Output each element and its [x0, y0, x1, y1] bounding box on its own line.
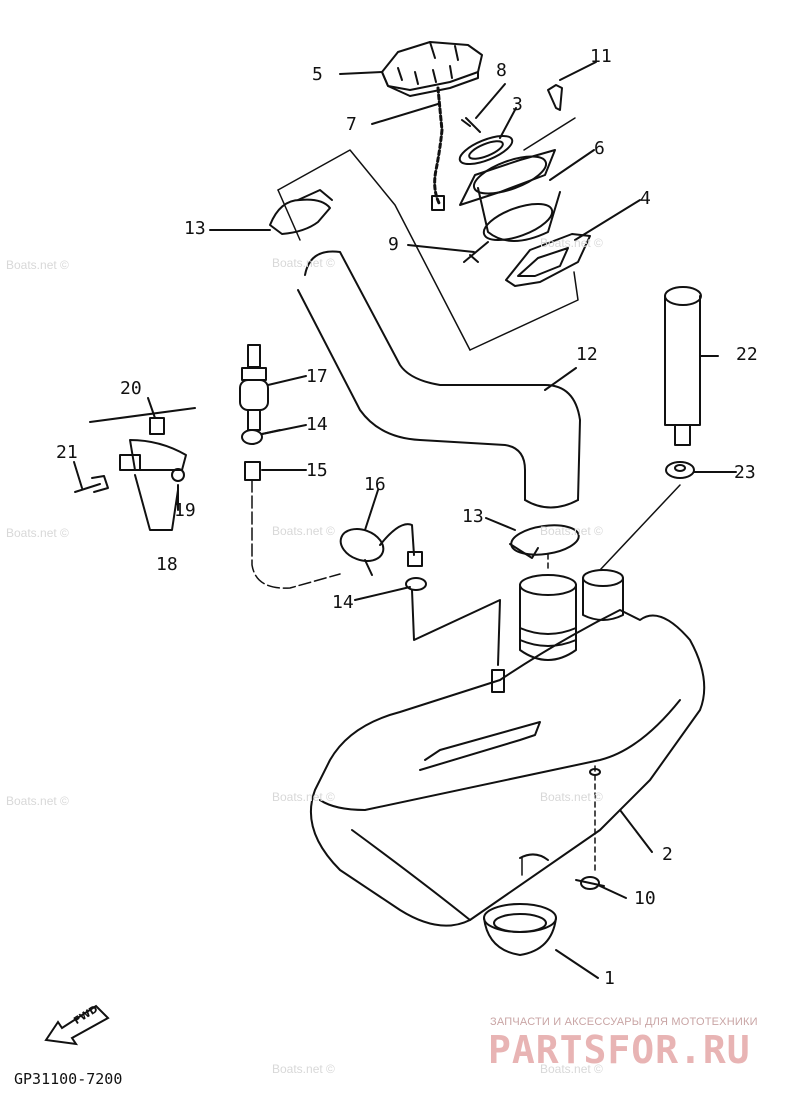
- screw-21-part: [74, 475, 109, 493]
- gasket-4-part: [505, 233, 591, 287]
- filler-hose-part: [297, 250, 581, 509]
- vent-pipe-part: [664, 286, 702, 446]
- hose-clamp-top-part: [269, 189, 333, 235]
- hose-clip-lower-part: [405, 577, 501, 666]
- tank-filler-neck: [519, 574, 577, 661]
- part-label-16: 16: [364, 474, 386, 495]
- part-label-3: 3: [512, 94, 523, 115]
- brand-tagline: ЗАПЧАСТИ И АКСЕССУАРЫ ДЛЯ МОТОТЕХНИКИ: [490, 1016, 758, 1028]
- part-label-14-lower: 14: [332, 592, 354, 613]
- part-label-1: 1: [604, 968, 615, 989]
- catalog-code: GP31100-7200: [14, 1070, 123, 1088]
- filler-neck-part: [459, 149, 561, 242]
- part-label-13-lower: 13: [462, 506, 484, 527]
- part-label-9: 9: [388, 234, 399, 255]
- part-label-11: 11: [590, 46, 612, 67]
- brand-logo[interactable]: PARTSFOR.RU: [488, 1028, 751, 1072]
- watermark: Boats.net ©: [272, 1062, 335, 1076]
- part-label-12: 12: [576, 344, 598, 365]
- fuel-cap-part: [381, 41, 483, 97]
- part-label-10: 10: [634, 888, 656, 909]
- tank-vent-neck: [582, 569, 624, 621]
- fuel-filter-part: [239, 344, 269, 431]
- clip-part: [463, 241, 489, 263]
- part-label-4: 4: [640, 188, 651, 209]
- watermark: Boats.net ©: [6, 526, 69, 540]
- hose-clamp-lower-part: [509, 524, 580, 559]
- watermark: Boats.net ©: [272, 256, 335, 270]
- part-label-13-top: 13: [184, 218, 206, 239]
- part-label-20: 20: [120, 378, 142, 399]
- watermark: Boats.net ©: [540, 524, 603, 538]
- screw-part: [461, 117, 481, 133]
- part-label-6: 6: [594, 138, 605, 159]
- part-label-23: 23: [734, 462, 756, 483]
- watermark: Boats.net ©: [272, 790, 335, 804]
- part-label-14-upper: 14: [306, 414, 328, 435]
- gasket-part: [458, 135, 514, 165]
- part-label-17: 17: [306, 366, 328, 387]
- grommet-part: [665, 461, 695, 479]
- part-label-5: 5: [312, 64, 323, 85]
- part-label-21: 21: [56, 442, 78, 463]
- vent-nipple-part: [491, 669, 505, 693]
- watermark: Boats.net ©: [540, 1062, 603, 1076]
- part-label-8: 8: [496, 60, 507, 81]
- screw-11-part: [547, 84, 563, 111]
- watermark: Boats.net ©: [272, 524, 335, 538]
- part-label-2: 2: [662, 844, 673, 865]
- strap-bracket-part: [89, 407, 196, 531]
- watermark: Boats.net ©: [6, 258, 69, 272]
- fwd-arrow-icon: [44, 1004, 110, 1046]
- tether-chain-part: [433, 86, 444, 207]
- drain-cup-part: [483, 903, 557, 956]
- fuel-tank-part: [309, 609, 706, 927]
- vent-hose-part: [339, 523, 423, 576]
- part-label-18: 18: [156, 554, 178, 575]
- part-label-22: 22: [736, 344, 758, 365]
- part-label-7: 7: [346, 114, 357, 135]
- part-label-15: 15: [306, 460, 328, 481]
- watermark: Boats.net ©: [6, 794, 69, 808]
- watermark: Boats.net ©: [540, 790, 603, 804]
- watermark: Boats.net ©: [540, 236, 603, 250]
- part-label-19: 19: [174, 500, 196, 521]
- hose-clip-10-part: [575, 876, 605, 890]
- tube-part: [244, 461, 261, 481]
